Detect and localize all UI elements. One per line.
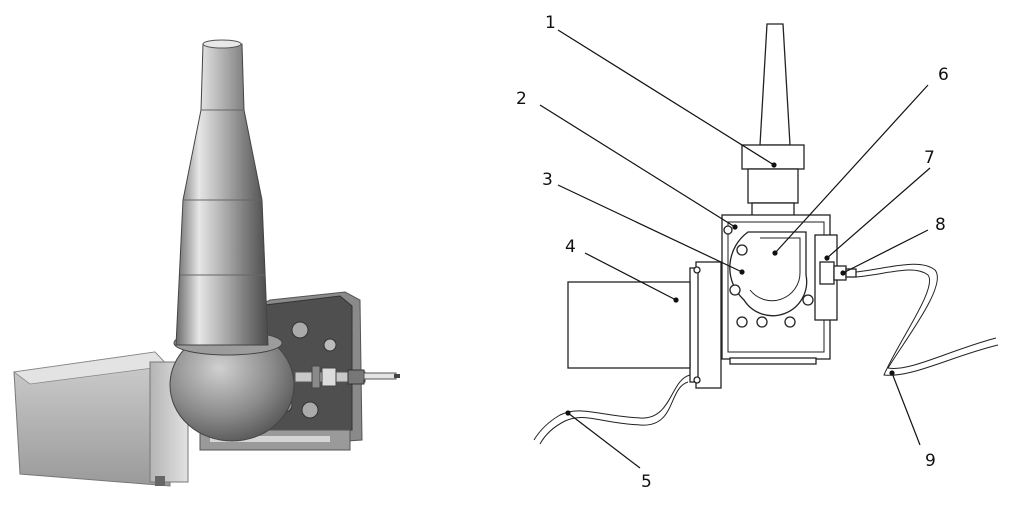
drawing-bolt-holes — [723, 225, 814, 328]
drawing-elbow — [729, 231, 808, 317]
callout-3: 3 — [542, 170, 745, 275]
callout-label-8: 8 — [935, 215, 946, 235]
photo-elbow — [169, 328, 295, 442]
drawing-flange-edge — [689, 267, 699, 383]
drawing-clamp — [741, 144, 805, 218]
device-drawing — [533, 23, 999, 445]
callout-label-1: 1 — [545, 13, 556, 33]
photo-sensor-rod — [294, 365, 400, 389]
callout-label-2: 2 — [516, 89, 527, 109]
drawing-nozzle — [759, 23, 791, 146]
callout-6: 6 — [772, 65, 949, 256]
callout-9: 9 — [889, 370, 936, 471]
callout-label-6: 6 — [938, 65, 949, 85]
callout-5: 5 — [565, 410, 652, 492]
callout-7: 7 — [824, 148, 935, 261]
drawing-flange-screws — [693, 266, 701, 384]
photo-motor-box — [12, 351, 189, 487]
callout-4: 4 — [565, 237, 679, 303]
callout-2: 2 — [516, 89, 738, 230]
callout-label-5: 5 — [641, 472, 652, 492]
callout-8: 8 — [840, 215, 946, 276]
callout-label-3: 3 — [542, 170, 553, 190]
drawing-cable-9 — [855, 263, 997, 369]
drawing-cable-5 — [533, 374, 691, 441]
callout-label-9: 9 — [925, 451, 936, 471]
callout-label-4: 4 — [565, 237, 576, 257]
drawing-sensor-fitting — [819, 261, 857, 285]
callout-label-7: 7 — [924, 148, 935, 168]
callout-1: 1 — [545, 13, 777, 168]
drawing-flange — [695, 261, 722, 389]
drawing-motor — [567, 281, 691, 369]
photo-tube — [175, 39, 269, 346]
device-photo — [12, 39, 400, 487]
